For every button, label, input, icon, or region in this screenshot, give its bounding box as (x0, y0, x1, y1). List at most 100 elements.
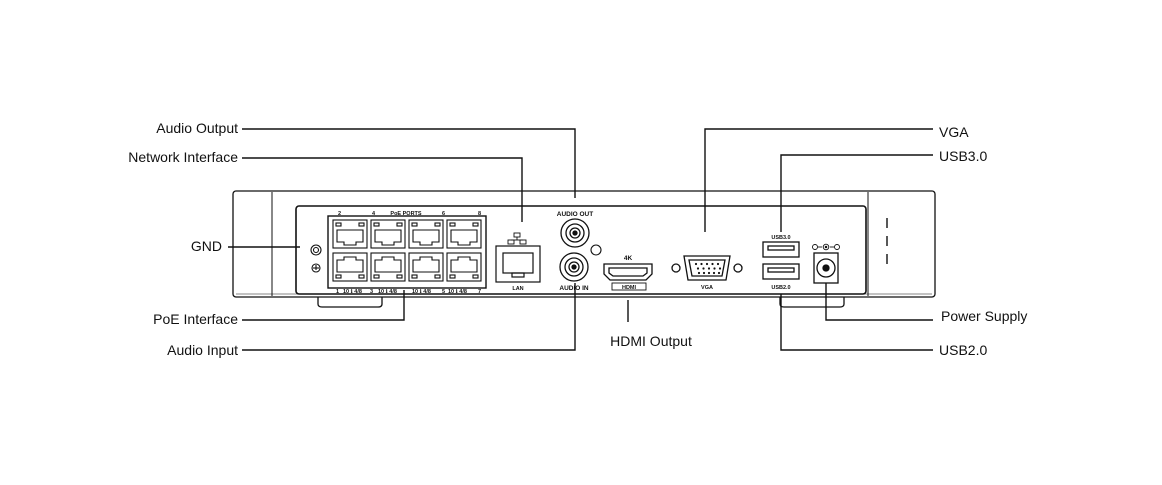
vga-pin (716, 262, 720, 266)
poe-led (358, 222, 365, 227)
poe-led (373, 274, 380, 279)
gnd-screw (310, 244, 322, 273)
left-foot (317, 297, 383, 308)
poe-led (411, 274, 418, 279)
poe-number-3: 3 (370, 289, 373, 295)
hdmi-port (603, 263, 653, 281)
leader-usb30 (780, 154, 933, 232)
audio-out-jack (560, 218, 590, 248)
usb30-port-label: USB3.0 (771, 235, 790, 241)
vga-pin (697, 271, 701, 275)
label-network-interface: Network Interface (128, 149, 238, 165)
label-power-supply: Power Supply (941, 308, 1027, 324)
vga-pin (702, 271, 706, 275)
poe-port-frame (446, 219, 482, 249)
label-poe-interface: PoE Interface (153, 311, 238, 327)
poe-number-7: 7 (478, 289, 481, 295)
vga-port-label: VGA (701, 285, 713, 291)
label-usb20: USB2.0 (939, 342, 987, 358)
poe-port (370, 252, 406, 282)
poe-led (335, 274, 342, 279)
vga-pin (694, 262, 698, 266)
poe-bottom-marks: 10 ℹ 4/8 10 ℹ 4/8 10 ℹ 4/8 10 ℹ 4/8 (343, 288, 467, 295)
leader-network-interface (242, 157, 523, 222)
poe-port-block (327, 215, 487, 289)
poe-led (472, 222, 479, 227)
poe-port (446, 219, 482, 249)
poe-led (396, 274, 403, 279)
leader-poe-interface (242, 290, 405, 321)
poe-port-socket (336, 229, 364, 246)
usb20-port-label: USB2.0 (771, 285, 790, 291)
poe-number-2: 2 (338, 211, 341, 217)
poe-number-1: 1 (336, 289, 339, 295)
poe-port-socket (450, 229, 478, 246)
vga-pin (700, 262, 703, 266)
hdmi-logo-text: HDMI (622, 285, 637, 291)
poe-port-frame (408, 252, 444, 282)
vga-pin (713, 267, 716, 270)
poe-top-numbers: 2 4 6 8 (338, 211, 481, 217)
poe-led (373, 222, 380, 227)
lan-label: LAN (512, 286, 523, 292)
poe-number-8: 8 (478, 211, 481, 217)
vga-pin (696, 267, 700, 270)
poe-led (411, 222, 418, 227)
poe-port-socket (336, 256, 364, 273)
vga-pin (711, 262, 714, 266)
poe-led (434, 222, 441, 227)
poe-port (446, 252, 482, 282)
hdmi-logo: HDMI (611, 282, 647, 291)
poe-port-frame (408, 219, 444, 249)
audio-in-label: AUDIO IN (559, 285, 589, 292)
poe-port (332, 252, 368, 282)
poe-port-socket (412, 256, 440, 273)
label-audio-input: Audio Input (167, 342, 238, 358)
power-polarity-icon (812, 243, 840, 251)
vga-pin (705, 262, 709, 266)
poe-port (332, 219, 368, 249)
poe-mark-3: 10 ℹ 4/8 (412, 288, 431, 295)
poe-led (449, 274, 456, 279)
vga-pin (712, 271, 716, 275)
poe-led (335, 222, 342, 227)
poe-port-frame (332, 219, 368, 249)
poe-port-frame (370, 252, 406, 282)
label-audio-output: Audio Output (156, 120, 238, 136)
poe-port-socket (412, 229, 440, 246)
audio-out-label: AUDIO OUT (557, 211, 594, 218)
label-hdmi-output: HDMI Output (610, 333, 692, 349)
leader-usb20 (780, 294, 933, 351)
label-vga: VGA (939, 124, 969, 140)
poe-ports-label: PoE PORTS (390, 211, 422, 217)
poe-port-socket (374, 256, 402, 273)
poe-number-6: 6 (442, 211, 445, 217)
poe-mark-1: 10 ℹ 4/8 (343, 288, 362, 295)
hdmi-4k-label: 4K (624, 255, 633, 262)
leader-audio-output (242, 128, 576, 198)
poe-port (370, 219, 406, 249)
poe-port-frame (370, 219, 406, 249)
vga-pin (718, 267, 722, 270)
audio-in-jack (559, 252, 589, 282)
vga-port (671, 255, 743, 281)
vga-pin (702, 267, 705, 270)
leader-audio-input (242, 283, 576, 351)
poe-led (472, 274, 479, 279)
poe-mark-4: 10 ℹ 4/8 (448, 288, 467, 295)
right-foot (779, 297, 845, 308)
vga-pins (694, 262, 722, 275)
vga-pin (707, 271, 711, 275)
network-icon (507, 232, 527, 245)
vga-pin (717, 271, 721, 275)
poe-number-5: 5 (442, 289, 445, 295)
poe-led (434, 274, 441, 279)
poe-led (396, 222, 403, 227)
leader-vga (704, 128, 933, 232)
poe-led (449, 222, 456, 227)
leader-power-supply (825, 283, 933, 321)
audio-small-hole (590, 244, 602, 256)
vga-pin (707, 267, 711, 270)
poe-port-frame (332, 252, 368, 282)
